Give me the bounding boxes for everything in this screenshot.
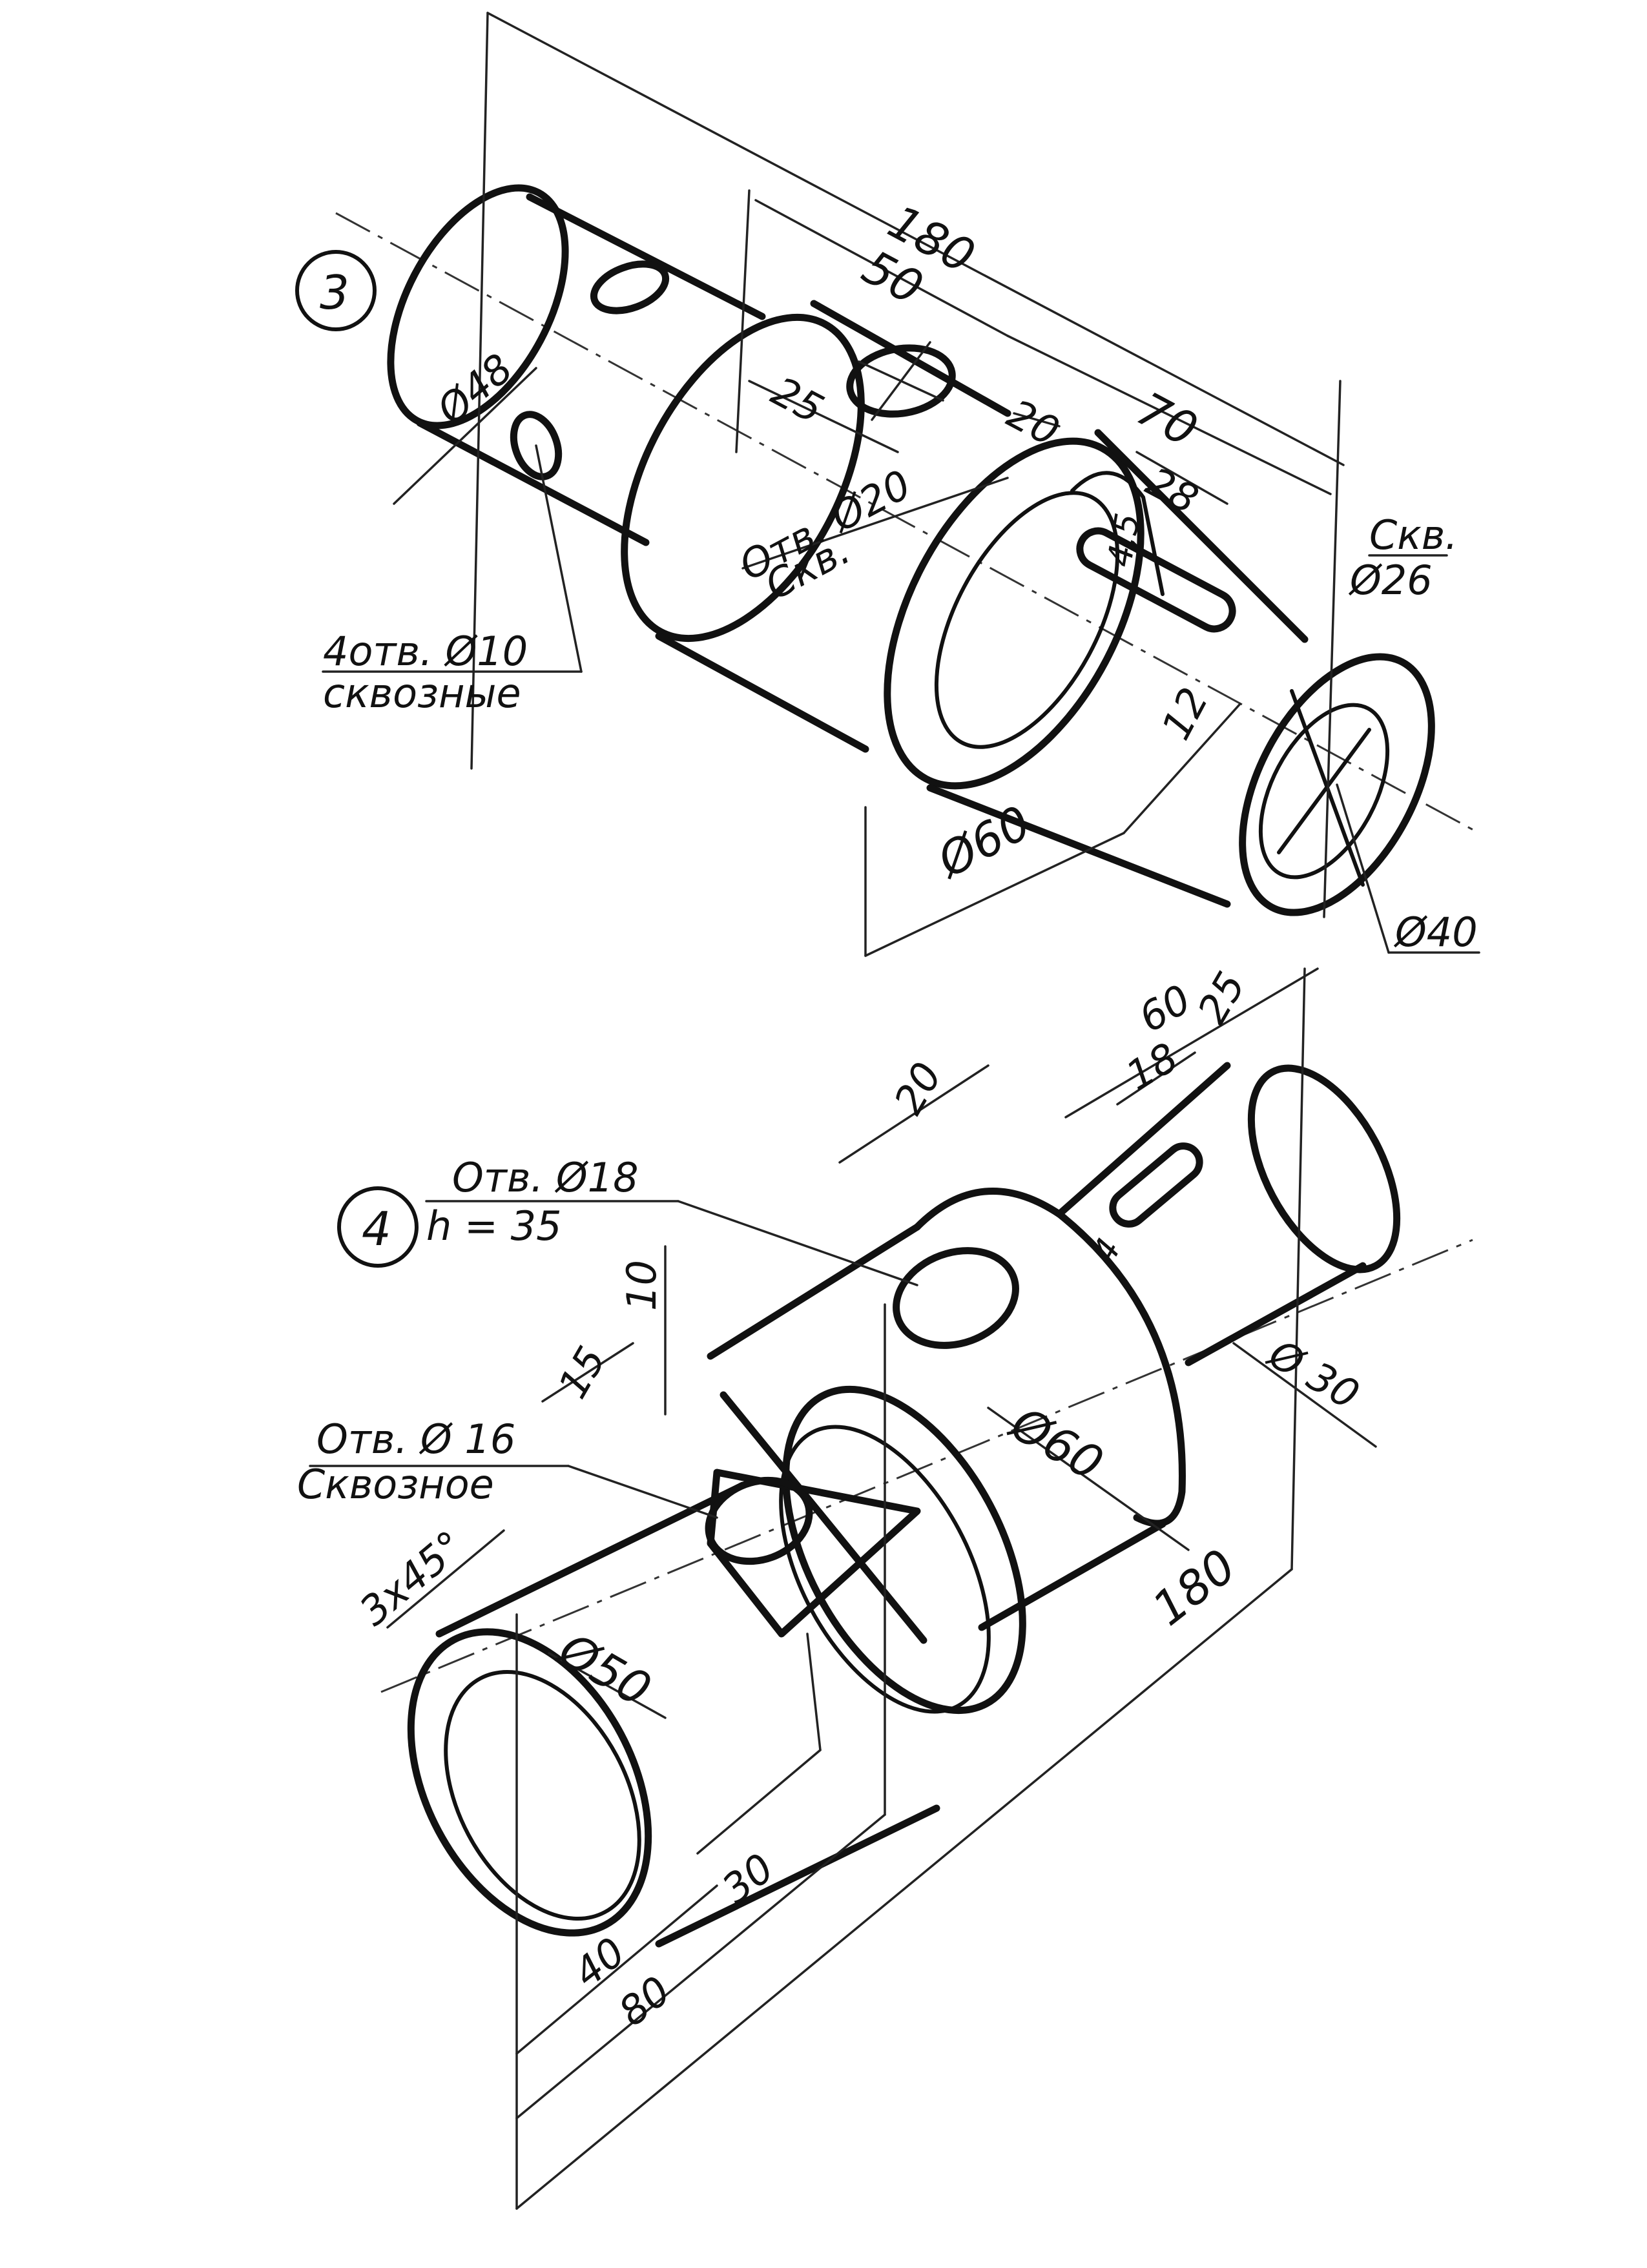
part4-dia-60: Ø60	[1000, 1395, 1112, 1490]
part3-number-circle	[295, 250, 377, 331]
part3-center-axis	[335, 212, 1480, 834]
part3-end-shaft	[1239, 653, 1435, 916]
part3-dim-12: 12	[1152, 680, 1217, 747]
part4-dim-18: 18	[1118, 1033, 1186, 1100]
part4-dim-25: 25	[1188, 964, 1255, 1032]
part3-dia-40: Ø40	[1393, 909, 1478, 956]
part3-keyway-slot	[1070, 471, 1236, 633]
part4-hole-left-line1: Отв. Ø 16	[316, 1416, 515, 1463]
part3-holes-left-line1: 4отв. Ø10	[323, 628, 528, 675]
part4-holes	[705, 1142, 1203, 1638]
part3-labels: 3 180 50 70 25 20 28 12 4,5 Ø48 Ø60 Ø40 …	[295, 194, 1478, 956]
part4-dim-10: 10	[618, 1260, 665, 1311]
part-4: 4 Отв. Ø18 h = 35 20 60 25 18 4 10 15 От…	[297, 964, 1473, 2210]
part3-dimension-lines	[322, 12, 1480, 957]
part3-left-cylinder	[387, 184, 766, 546]
part3-bore-line2: Ø26	[1348, 557, 1433, 604]
part4-dim-20: 20	[885, 1055, 951, 1122]
part4-hole-left	[705, 1476, 813, 1565]
part4-dim-80: 80	[610, 1967, 679, 2036]
part4-rear-cylinder	[707, 1188, 1186, 1631]
part4-number: 4	[362, 1202, 391, 1256]
part3-right-cylinder	[884, 429, 1309, 908]
part3-dim-70: 70	[1128, 382, 1206, 457]
part3-middle-cylinder	[621, 300, 1011, 753]
part3-holes-left-line2: сквозные	[323, 670, 521, 717]
part4-rear-shaft	[1055, 1062, 1401, 1366]
part3-hole-center	[846, 344, 956, 418]
part3-number: 3	[320, 265, 349, 320]
part3-dim-25: 25	[764, 367, 831, 433]
part4-center-axis	[380, 1239, 1473, 1693]
part4-dim-15: 15	[549, 1339, 616, 1407]
part3-dim-4-5: 4,5	[1101, 510, 1148, 570]
part4-hole-left-line2: Сквозное	[297, 1461, 494, 1508]
part3-dim-28: 28	[1139, 458, 1206, 523]
part3-dia-48: Ø48	[426, 344, 521, 435]
part4-flat-cut	[707, 1469, 921, 1638]
part3-hole-bottom-left	[510, 411, 563, 480]
part3-hole-top-left	[590, 260, 670, 314]
part4-dim-30: 30	[713, 1844, 782, 1913]
part3-bore-line1: Скв.	[1369, 511, 1458, 559]
part4-hole-top-line1: Отв. Ø18	[452, 1154, 639, 1201]
part4-dimension-lines	[309, 967, 1377, 2210]
part4-labels: 4 Отв. Ø18 h = 35 20 60 25 18 4 10 15 От…	[297, 964, 1367, 2036]
part4-chamfer: 3x45°	[351, 1521, 473, 1635]
part4-flange	[720, 1385, 1026, 1715]
part4-dia-30: Ø 30	[1259, 1329, 1367, 1418]
part4-slot	[1109, 1142, 1203, 1228]
part4-number-circle	[337, 1186, 419, 1268]
part3-holes	[510, 260, 956, 480]
part4-dim-40: 40	[565, 1928, 634, 1997]
part4-hole-top-line2: h = 35	[426, 1202, 562, 1250]
part-3: 3 180 50 70 25 20 28 12 4,5 Ø48 Ø60 Ø40 …	[295, 12, 1480, 957]
part4-hole-top	[893, 1247, 1019, 1349]
